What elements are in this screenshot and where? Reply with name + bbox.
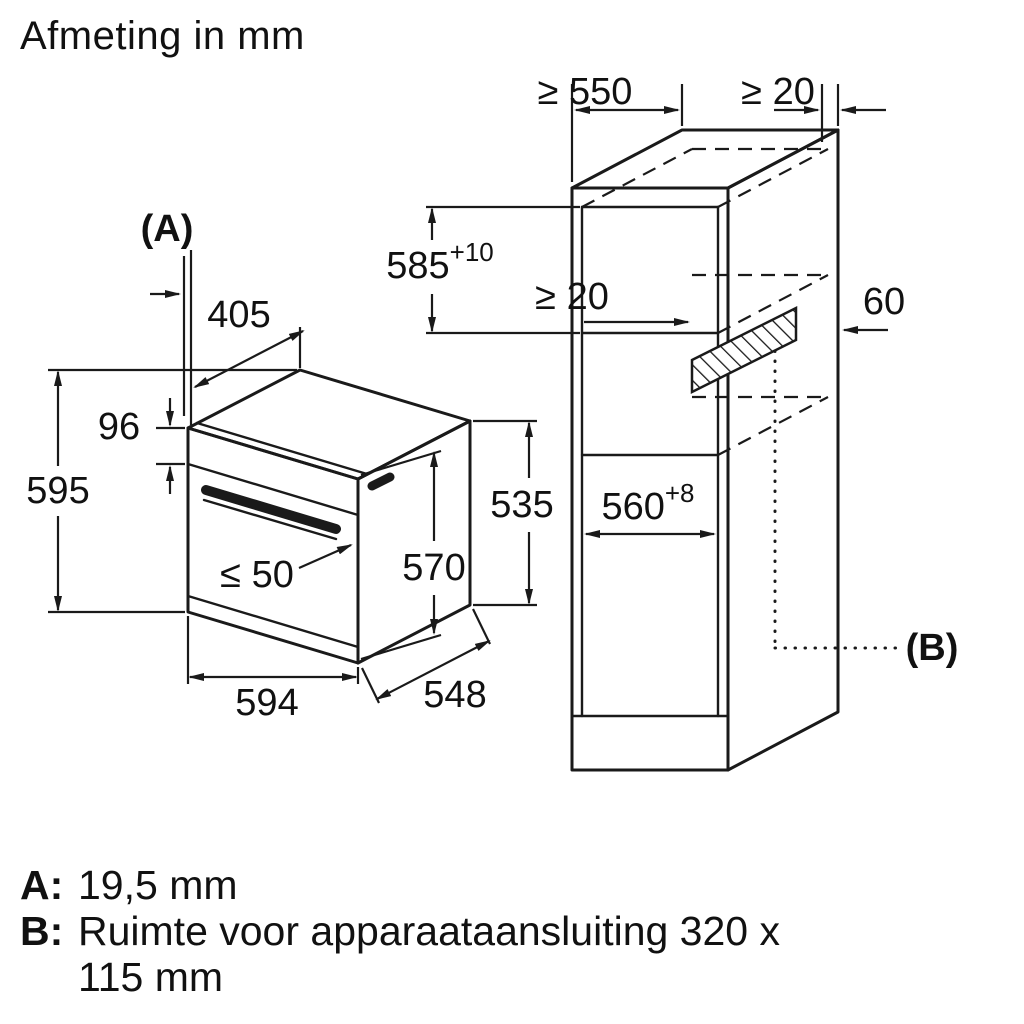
cabinet-right-face bbox=[726, 128, 840, 772]
legend-value-b: Ruimte voor apparaataansluiting 320 x 11… bbox=[78, 908, 780, 1000]
legend-value-b-line1: Ruimte voor apparaataansluiting 320 x bbox=[78, 908, 780, 954]
niche-height-tolerance: +10 bbox=[450, 237, 494, 267]
dim-label-top-min20: ≥ 20 bbox=[741, 71, 815, 113]
dim-label-60: 60 bbox=[863, 281, 905, 323]
dim-label-535: 535 bbox=[490, 484, 553, 526]
cabinet-drawing bbox=[570, 128, 899, 772]
legend-key-b: B: bbox=[20, 908, 64, 954]
hidden-depth-edge-2 bbox=[717, 148, 829, 208]
oven-door-top-line bbox=[202, 498, 338, 541]
dim-label-max50: ≤ 50 bbox=[220, 554, 294, 596]
legend-value-a: 19,5 mm bbox=[78, 862, 238, 908]
legend-value-b-line2: 115 mm bbox=[78, 954, 224, 1000]
oven-control-panel-line bbox=[186, 462, 360, 517]
connection-space-hatched-area bbox=[690, 305, 798, 395]
oven-label-a: (A) bbox=[141, 208, 194, 250]
legend-key-a: A: bbox=[20, 862, 64, 908]
oven-right-face bbox=[356, 419, 472, 665]
oven-dimensions: (A) 405 96 595 ≤ 50 570 bbox=[26, 208, 553, 724]
dim-label-niche-height: 585+10 bbox=[386, 237, 494, 287]
dim-label-rear-min20: ≥ 20 bbox=[535, 276, 609, 318]
legend: A: 19,5 mm B: Ruimte voor apparaataanslu… bbox=[20, 862, 780, 1000]
legend-row-b: B: Ruimte voor apparaataansluiting 320 x… bbox=[20, 908, 780, 1000]
oven-side-grip-recess bbox=[367, 472, 395, 491]
dim-label-405: 405 bbox=[207, 294, 270, 336]
dim-label-594: 594 bbox=[235, 682, 298, 724]
legend-row-a: A: 19,5 mm bbox=[20, 862, 780, 908]
hidden-depth-edge-1 bbox=[581, 148, 693, 208]
oven-top-edge-line bbox=[195, 421, 369, 476]
page-title: Afmeting in mm bbox=[20, 14, 305, 58]
niche-width-value: 560 bbox=[601, 486, 664, 528]
dim-label-niche-width: 560+8 bbox=[601, 478, 694, 528]
niche-width-tolerance: +8 bbox=[665, 478, 695, 508]
cabinet-top-face bbox=[570, 128, 840, 190]
hidden-depth-edge-3 bbox=[717, 274, 829, 334]
oven-door-bottom-line bbox=[186, 594, 360, 649]
oven-drawing bbox=[186, 368, 472, 665]
cabinet-dimensions: ≥ 550 ≥ 20 585+10 ≥ 20 60 560+8 (B) bbox=[386, 71, 958, 669]
dim-label-570: 570 bbox=[402, 547, 465, 589]
oven-door-handle bbox=[201, 485, 341, 534]
hidden-depth-edge-4 bbox=[717, 396, 829, 456]
cabinet-label-b: (B) bbox=[906, 627, 959, 669]
dim-label-96: 96 bbox=[98, 406, 140, 448]
dim-label-595: 595 bbox=[26, 470, 89, 512]
niche-height-value: 585 bbox=[386, 245, 449, 287]
dim-label-548: 548 bbox=[423, 674, 486, 716]
dim-label-min550: ≥ 550 bbox=[538, 71, 633, 113]
